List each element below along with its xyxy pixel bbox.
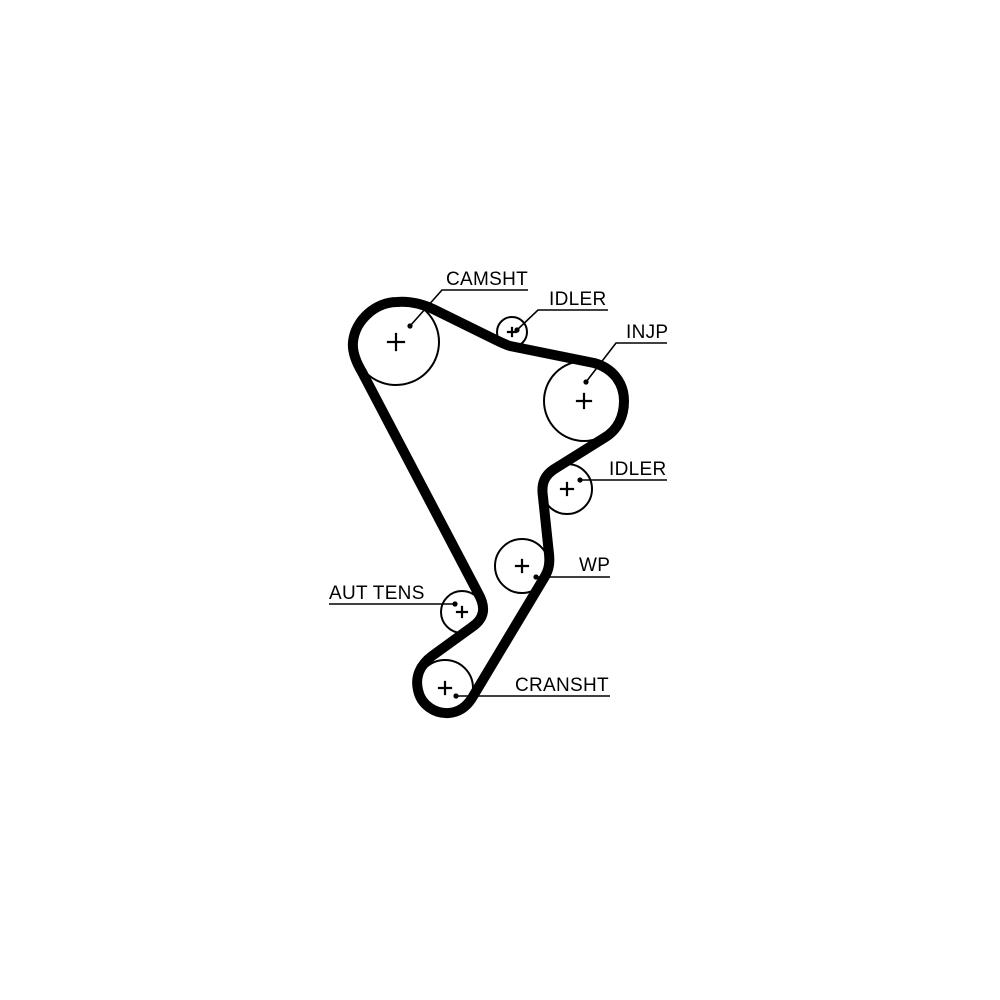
crankshaft-leader (453, 693, 610, 699)
label-injection-pump: INJP (626, 322, 668, 343)
label-water-pump: WP (579, 555, 610, 576)
timing-belt (347, 296, 629, 719)
label-idler-top: IDLER (549, 289, 606, 310)
water-pump-leader (533, 574, 610, 580)
label-idler-mid: IDLER (609, 459, 666, 480)
camshaft-leader (407, 289, 528, 329)
label-camshaft: CAMSHT (446, 269, 528, 290)
injection-pump-leader (583, 342, 667, 385)
auto-tensioner-leader (329, 601, 458, 607)
idler-mid-leader (577, 477, 667, 483)
idler-top-leader (514, 309, 608, 333)
label-auto-tensioner: AUT TENS (329, 583, 425, 604)
label-crankshaft: CRANSHT (515, 675, 609, 696)
